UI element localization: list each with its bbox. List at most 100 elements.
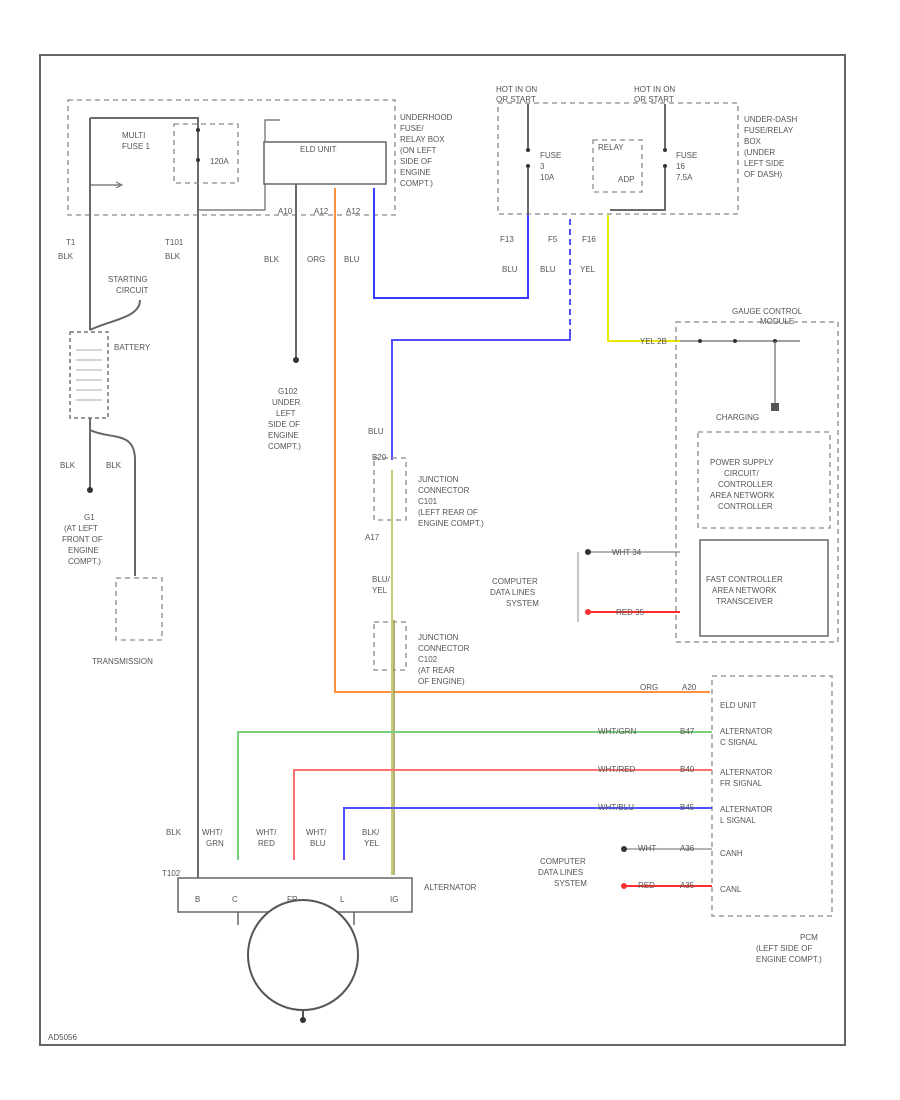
alt-wire-wht-blu: WHT/BLU <box>306 828 327 848</box>
alternator-symbol <box>247 899 359 1011</box>
yel-wire <box>607 215 680 342</box>
pin-f5: F5 <box>548 235 558 244</box>
org-wire-label: ORG <box>307 255 325 264</box>
pin-a12a: A12 <box>314 207 329 216</box>
junction-connector-c101 <box>373 457 407 521</box>
t1-wire-color: BLK <box>58 252 74 261</box>
alt-wire-wht-grn: WHT/GRN <box>202 828 224 848</box>
multi-fuse-wire <box>90 117 199 210</box>
t1-label: T1 <box>66 238 76 247</box>
relay-box <box>592 139 643 193</box>
alt-wire-wht-red: WHT/RED <box>256 828 277 848</box>
pin-f16: F16 <box>582 235 596 244</box>
multi-fuse-inner-box <box>173 123 239 184</box>
alt-terminal-fr: FR <box>287 895 298 904</box>
pcm-wire-wht-red: WHT/RED <box>598 765 636 774</box>
trans-wire-color: BLK <box>106 461 122 470</box>
alt-terminal-b: B <box>195 895 200 904</box>
pin-a17: A17 <box>365 533 380 542</box>
blu-wire-top <box>373 188 529 299</box>
yel-grn-label: YEL 2B <box>640 337 667 346</box>
gauge-control-module <box>675 321 839 643</box>
multi-fuse-amp: 120A <box>210 157 229 166</box>
pin-b20: B20 <box>372 453 387 462</box>
wht-red-wire <box>293 769 712 860</box>
underdash-yel: YEL <box>580 265 596 274</box>
pin-a12b: A12 <box>346 207 361 216</box>
blu-wire-label: BLU <box>344 255 360 264</box>
wht-34-label: WHT 34 <box>612 548 642 557</box>
blu-yel-label: BLU/YEL <box>372 575 391 595</box>
t101-label: T101 <box>165 238 184 247</box>
power-supply-box <box>697 431 831 529</box>
pcm-wire-wht-grn: WHT/GRN <box>598 727 636 736</box>
underdash-blu-a: BLU <box>502 265 518 274</box>
pcm-wire-org: ORG <box>640 683 658 692</box>
alt-wire-blk: BLK <box>166 828 182 837</box>
pcm-wire-wht-blu: WHT/BLU <box>598 803 634 812</box>
charging-label: CHARGING <box>716 413 759 422</box>
pcm-item-canh: CANH <box>720 849 743 858</box>
wht-blu-wire <box>343 807 712 860</box>
pcm-item-eld: ELD UNIT <box>720 701 757 710</box>
red-35-label: RED 35 <box>616 608 645 617</box>
eld-unit-top-label: ELD UNIT <box>300 145 337 154</box>
pin-a10: A10 <box>278 207 293 216</box>
alt-wire-blk-yel: BLK/YEL <box>362 828 380 848</box>
underdash-blu-b: BLU <box>540 265 556 274</box>
diagram-frame <box>39 54 846 1046</box>
battery-label: BATTERY <box>114 343 151 352</box>
junction-connector-c102 <box>373 621 407 671</box>
g102-wire-color: BLK <box>264 255 280 264</box>
page-code: AD5056 <box>48 1033 77 1042</box>
pcm-wire-wht: WHT <box>638 844 656 853</box>
jc-c101-blu: BLU <box>368 427 384 436</box>
pcm-pin-a20: A20 <box>682 683 697 692</box>
org-wire <box>334 188 710 693</box>
wht-grn-wire <box>237 731 712 860</box>
g1-wire-color: BLK <box>60 461 76 470</box>
pcm-pin-a35: A35 <box>680 881 695 890</box>
transmission-label: TRANSMISSION <box>92 657 153 666</box>
pcm-pin-b40: B40 <box>680 765 695 774</box>
pcm-pin-a36: A36 <box>680 844 695 853</box>
blu-wire-f5 <box>391 215 571 460</box>
battery <box>69 331 109 419</box>
alt-terminal-l: L <box>340 895 345 904</box>
pcm-outline <box>711 675 833 917</box>
underdash-fuse-box-outline <box>497 102 739 215</box>
pcm-item-canl: CANL <box>720 885 742 894</box>
alt-terminal-ig: IG <box>390 895 398 904</box>
pcm-pin-b47: B47 <box>680 727 695 736</box>
fast-can-transceiver <box>699 539 829 637</box>
alternator-label: ALTERNATOR <box>424 883 477 892</box>
t101-wire-color: BLK <box>165 252 181 261</box>
pcm-pin-b45: B45 <box>680 803 695 812</box>
pin-f13: F13 <box>500 235 514 244</box>
underhood-fuse-box-outline <box>67 99 396 216</box>
t102-label: T102 <box>162 869 181 878</box>
